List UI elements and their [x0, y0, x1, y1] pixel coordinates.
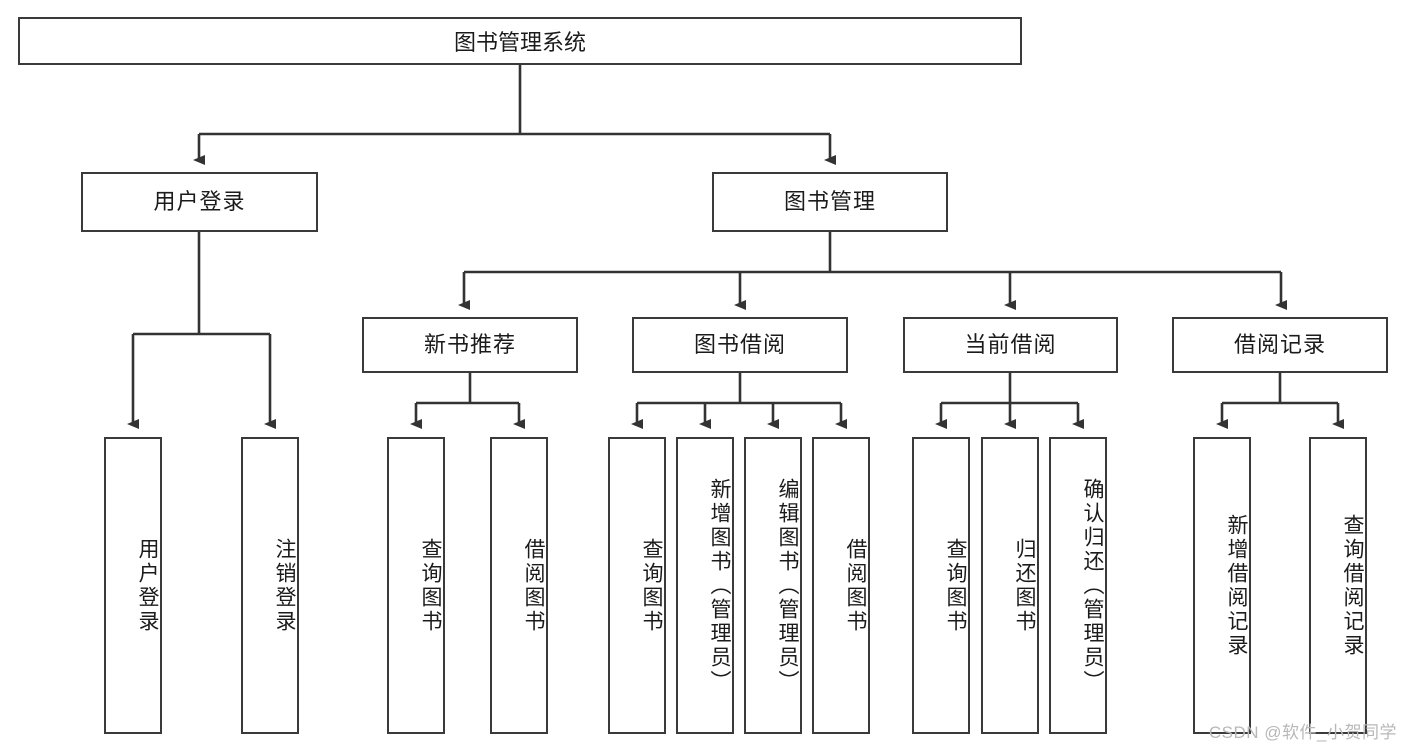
leaf-query-book-recommend[interactable]: 查询图书 — [387, 437, 445, 734]
leaf-add-book-admin[interactable]: 新增图书（管理员） — [676, 437, 734, 734]
node-label: 新书推荐 — [423, 331, 516, 357]
leaf-borrow-book-recommend[interactable]: 借阅图书 — [490, 437, 548, 734]
node-root-book-management-system[interactable]: 图书管理系统 — [18, 17, 1022, 65]
leaf-query-borrow-record[interactable]: 查询借阅记录 — [1309, 437, 1367, 734]
node-label: 借阅记录 — [1233, 331, 1326, 357]
leaf-query-book-current[interactable]: 查询图书 — [912, 437, 970, 734]
watermark: CSDN @软件_小贺同学 — [1208, 723, 1397, 742]
node-label: 借阅图书 — [844, 537, 867, 634]
node-label: 新增借阅记录 — [1225, 513, 1248, 658]
node-book-management[interactable]: 图书管理 — [712, 172, 948, 232]
node-label: 用户登录 — [153, 188, 246, 214]
node-book-borrow[interactable]: 图书借阅 — [632, 317, 848, 373]
node-label: 编辑图书（管理员） — [776, 477, 799, 694]
node-label: 图书借阅 — [693, 331, 786, 357]
node-label: 归还图书 — [1013, 537, 1036, 634]
leaf-query-book-borrow[interactable]: 查询图书 — [608, 437, 666, 734]
leaf-logout-login[interactable]: 注销登录 — [241, 437, 299, 734]
node-label: 查询图书 — [640, 537, 663, 634]
node-label: 用户登录 — [136, 537, 159, 634]
leaf-borrow-book[interactable]: 借阅图书 — [812, 437, 870, 734]
node-label: 注销登录 — [273, 537, 296, 634]
node-label: 借阅图书 — [522, 537, 545, 634]
node-label: 图书管理系统 — [453, 30, 586, 55]
leaf-user-login[interactable]: 用户登录 — [104, 437, 162, 734]
leaf-edit-book-admin[interactable]: 编辑图书（管理员） — [744, 437, 802, 734]
node-new-book-recommend[interactable]: 新书推荐 — [362, 317, 578, 373]
node-label: 当前借阅 — [964, 331, 1057, 357]
node-label: 确认归还（管理员） — [1081, 477, 1104, 694]
node-label: 新增图书（管理员） — [708, 477, 731, 694]
leaf-confirm-return-admin[interactable]: 确认归还（管理员） — [1049, 437, 1107, 734]
node-label: 查询借阅记录 — [1341, 513, 1364, 658]
leaf-add-borrow-record[interactable]: 新增借阅记录 — [1193, 437, 1251, 734]
node-label: 查询图书 — [419, 537, 442, 634]
node-borrow-records[interactable]: 借阅记录 — [1172, 317, 1388, 373]
node-user-login[interactable]: 用户登录 — [81, 172, 318, 232]
leaf-return-book[interactable]: 归还图书 — [981, 437, 1039, 734]
node-label: 图书管理 — [783, 188, 876, 214]
node-current-borrow[interactable]: 当前借阅 — [903, 317, 1118, 373]
node-label: 查询图书 — [944, 537, 967, 634]
